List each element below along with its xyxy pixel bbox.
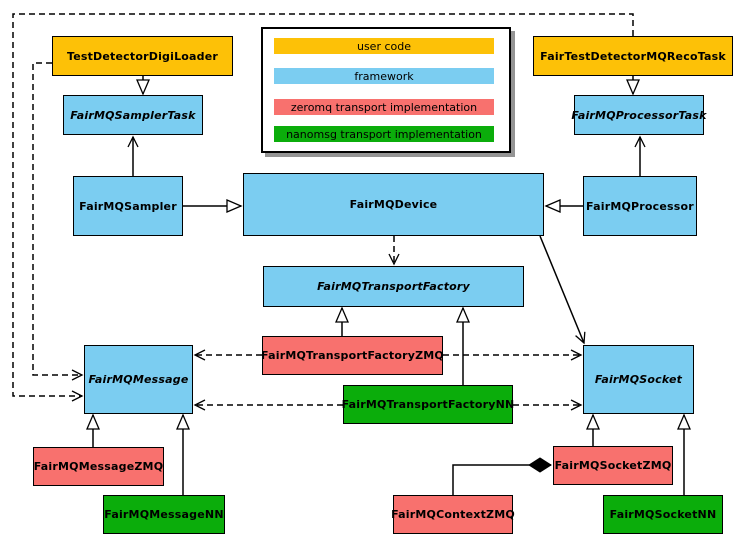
class-box-fairmqdevice: FairMQDevice — [243, 173, 544, 236]
class-label: FairMQSamplerTask — [70, 108, 196, 122]
legend-item-zeromq: zeromq transport implementation — [274, 99, 494, 115]
class-label: FairMQContextZMQ — [391, 508, 515, 521]
class-label: FairMQProcessorTask — [571, 108, 707, 122]
legend-item-user-code: user code — [274, 38, 494, 54]
class-box-fairtestdetectormqrecotask: FairTestDetectorMQRecoTask — [533, 36, 733, 76]
class-box-fairmqprocessortask: FairMQProcessorTask — [571, 95, 707, 135]
class-label: FairMQSampler — [79, 199, 177, 213]
class-label: FairMQTransportFactory — [317, 280, 470, 293]
legend: user code framework zeromq transport imp… — [261, 27, 511, 153]
class-label: FairMQDevice — [349, 198, 438, 211]
class-label: FairMQTransportFactoryZMQ — [261, 349, 444, 362]
edge-socketzmq-composes-contextzmq — [452, 457, 552, 495]
class-box-fairmqsocketnn: FairMQSocketNN — [603, 495, 723, 534]
legend-label: zeromq transport implementation — [290, 100, 478, 114]
edge-device-uses-socket — [539, 235, 586, 345]
legend-label: user code — [356, 39, 412, 53]
class-box-fairmqcontextzmq: FairMQContextZMQ — [391, 495, 515, 534]
class-label: FairMQMessage — [88, 373, 189, 386]
class-box-fairmqprocessor: FairMQProcessor — [583, 176, 697, 236]
class-box-fairmqmessage: FairMQMessage — [84, 345, 193, 414]
class-box-fairmqtransportfactorynn: FairMQTransportFactoryNN — [341, 385, 515, 424]
class-label: FairMQMessageZMQ — [33, 460, 164, 473]
class-box-fairmqsampler: FairMQSampler — [73, 176, 183, 236]
class-box-testdetectordigiloader: TestDetectorDigiLoader — [52, 36, 233, 76]
class-label: FairMQSocketZMQ — [554, 459, 672, 472]
class-box-fairmqsamplertask: FairMQSamplerTask — [63, 95, 203, 135]
class-label: FairMQMessageNN — [104, 508, 224, 521]
class-box-fairmqtransportfactoryzmq: FairMQTransportFactoryZMQ — [261, 336, 444, 375]
class-box-fairmqsocket: FairMQSocket — [583, 345, 694, 414]
class-box-fairmqtransportfactory: FairMQTransportFactory — [263, 266, 524, 307]
class-label: FairMQProcessor — [586, 199, 694, 213]
class-label: FairTestDetectorMQRecoTask — [540, 49, 726, 63]
legend-item-nanomsg: nanomsg transport implementation — [274, 126, 494, 142]
legend-label: nanomsg transport implementation — [286, 127, 482, 141]
class-label: FairMQSocket — [594, 373, 683, 386]
class-box-fairmqsocketzmq: FairMQSocketZMQ — [553, 446, 673, 485]
class-box-fairmqmessagenn: FairMQMessageNN — [103, 495, 225, 534]
class-box-fairmqmessagezmq: FairMQMessageZMQ — [33, 447, 164, 486]
legend-item-framework: framework — [274, 68, 494, 84]
class-label: TestDetectorDigiLoader — [66, 49, 219, 63]
legend-label: framework — [354, 69, 414, 83]
class-label: FairMQSocketNN — [609, 508, 717, 521]
class-label: FairMQTransportFactoryNN — [341, 398, 515, 411]
